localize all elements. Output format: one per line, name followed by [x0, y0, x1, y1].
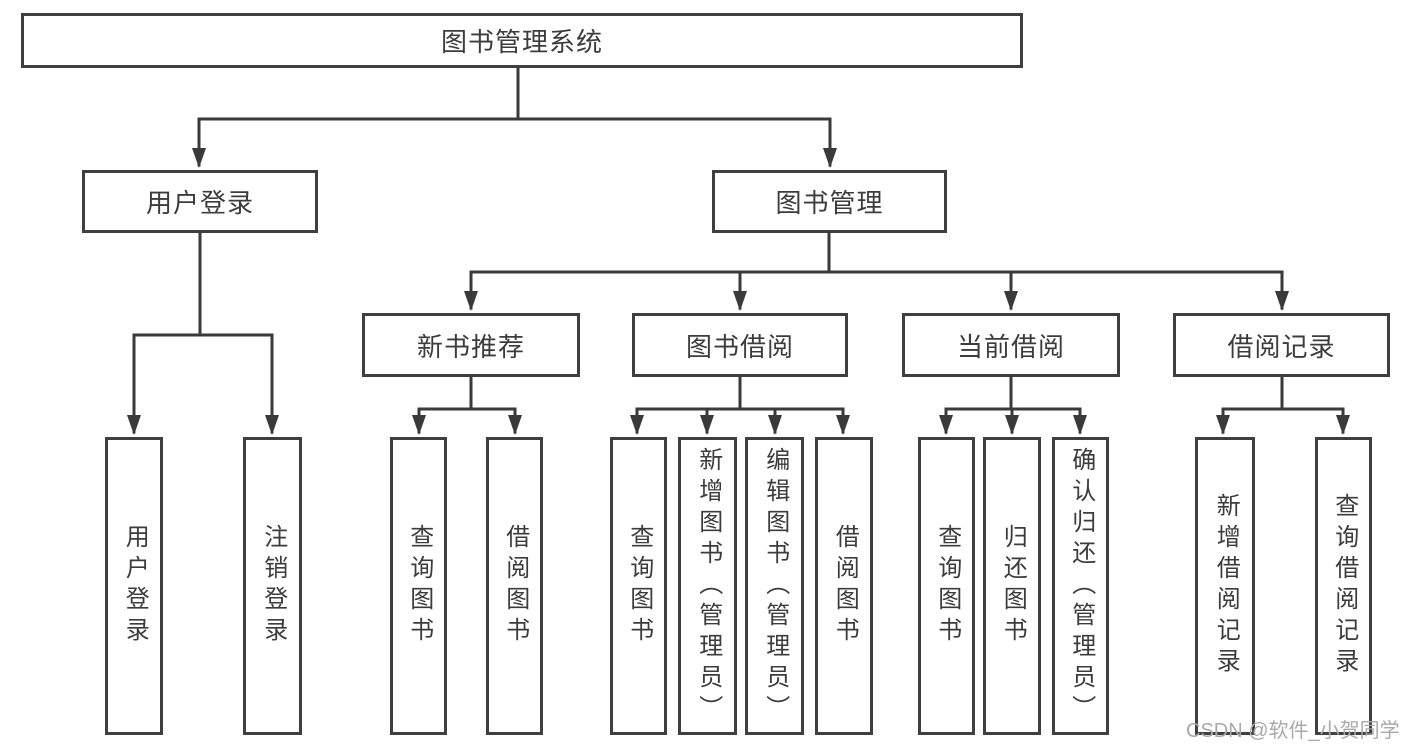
leaf-query-books-current: 查询图书 [918, 437, 975, 735]
leaf-add-book-admin: 新增图书（管理员） [678, 437, 737, 735]
leaf-confirm-return-admin: 确认归还（管理员） [1052, 437, 1109, 735]
leaf-return-book: 归还图书 [983, 437, 1041, 735]
node-library-system: 图书管理系统 [21, 13, 1023, 68]
connector-new-book-recommend-children [412, 375, 522, 435]
node-book-borrowing: 图书借阅 [632, 313, 848, 377]
node-current-borrowing: 当前借阅 [902, 313, 1120, 377]
leaf-user-login: 用户登录 [105, 437, 163, 735]
leaf-query-books-borrowing: 查询图书 [610, 437, 667, 735]
connector-current-borrowing-children [939, 375, 1087, 435]
connector-book-management-children [464, 231, 1289, 311]
node-borrowing-records: 借阅记录 [1173, 313, 1390, 377]
connector-book-borrowing-children [630, 375, 850, 435]
leaf-borrow-books-recommend: 借阅图书 [486, 437, 543, 735]
csdn-watermark: CSDN @软件_小贺同学 [1186, 720, 1400, 742]
node-book-management: 图书管理 [712, 170, 947, 233]
leaf-add-borrow-record: 新增借阅记录 [1195, 437, 1255, 735]
connector-user-login-children [127, 231, 279, 435]
leaf-query-books-recommend: 查询图书 [390, 437, 447, 735]
leaf-query-borrow-record: 查询借阅记录 [1315, 437, 1372, 735]
connector-borrowing-records-children [1216, 375, 1350, 435]
connector-root-to-level2 [192, 66, 837, 168]
leaf-logout: 注销登录 [243, 437, 302, 735]
node-user-login: 用户登录 [82, 170, 318, 233]
leaf-edit-book-admin: 编辑图书（管理员） [745, 437, 804, 735]
node-new-book-recommend: 新书推荐 [362, 313, 580, 377]
leaf-borrow-book: 借阅图书 [815, 437, 873, 735]
